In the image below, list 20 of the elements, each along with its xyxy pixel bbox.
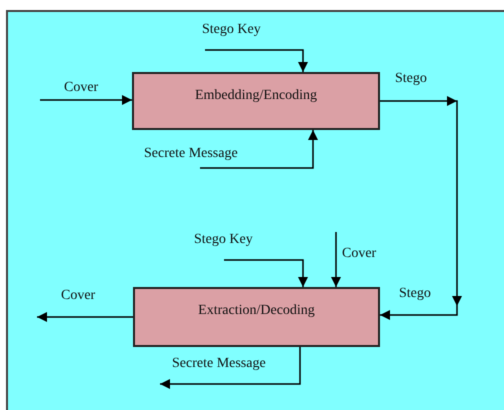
arrow	[224, 259, 308, 287]
edge-label: Stego	[395, 71, 427, 87]
edge-label: Cover	[64, 80, 98, 96]
edge-label: Stego Key	[194, 232, 253, 248]
arrow	[331, 232, 341, 287]
edge-label: Secrete Message	[144, 146, 238, 162]
process-box	[132, 72, 380, 130]
edge-label: Stego Key	[202, 22, 261, 38]
arrow	[160, 347, 301, 389]
arrow	[200, 130, 318, 169]
edge-label: Cover	[342, 246, 376, 262]
signal-label: Stego	[399, 286, 431, 302]
arrow	[37, 312, 133, 322]
box-label: Embedding/Encoding	[194, 88, 318, 105]
arrow	[40, 95, 132, 105]
box-label: Extraction/Decoding	[198, 303, 315, 320]
arrow	[205, 49, 308, 72]
process-box	[133, 287, 380, 347]
edge-label: Secrete Message	[172, 356, 266, 372]
edge-label: Cover	[61, 288, 96, 304]
